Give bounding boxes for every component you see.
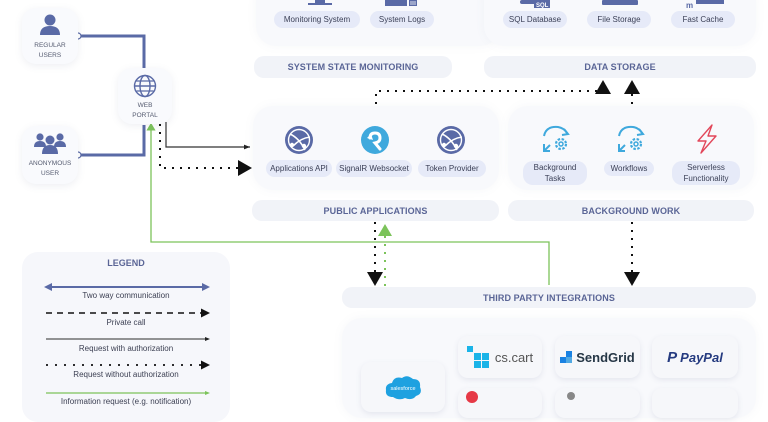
apps-to-storage	[375, 80, 611, 104]
applications-api-icon	[285, 126, 313, 154]
signalr-websocket-item[interactable]: SignalR Websocket	[336, 160, 412, 177]
globe-icon	[133, 74, 157, 98]
serverless-label-1: Serverless	[687, 163, 725, 172]
monitor-icon	[308, 0, 332, 5]
paypal-p-icon: P	[667, 348, 678, 366]
background-tasks-item[interactable]: Background Tasks	[523, 161, 587, 185]
lightning-icon	[697, 124, 717, 154]
background-tasks-label-2: Tasks	[544, 174, 566, 183]
cscart-text: cs.cart	[494, 349, 534, 365]
data-storage-title: DATA STORAGE	[484, 56, 756, 78]
anonymous-user-link	[80, 125, 146, 157]
paypal-logo[interactable]: P PayPal	[652, 336, 738, 378]
background-tasks-label-1: Background	[533, 163, 577, 172]
legend-auth-request-label: Request with authorization	[78, 344, 174, 353]
private-call-sample	[46, 308, 210, 318]
workflows-item[interactable]: Workflows	[604, 161, 654, 176]
anonymous-user-node[interactable]: ANONYMOUS USER	[22, 126, 78, 184]
unauth-request-sample	[46, 360, 210, 370]
cscart-icon	[466, 346, 489, 368]
regular-user-link	[80, 34, 146, 70]
applications-api-item[interactable]: Applications API	[266, 160, 332, 177]
regular-users-node[interactable]: REGULAR USERS	[22, 8, 78, 64]
sendgrid-logo[interactable]: SendGrid	[555, 336, 640, 378]
portal-unauth-request	[159, 124, 252, 176]
serverless-item[interactable]: Serverless Functionality	[672, 161, 740, 185]
legend-info-request-label: Information request (e.g. notification)	[60, 397, 192, 406]
legend-unauth-request-label: Request without authorization	[73, 370, 179, 379]
cache-icon: m	[686, 0, 724, 8]
brand-tile-row2-1[interactable]	[458, 388, 542, 418]
paypal-text: PayPal	[680, 349, 723, 365]
regular-users-label-2: USERS	[38, 52, 62, 59]
log-icon	[385, 0, 417, 6]
anonymous-user-label-2: USER	[40, 170, 60, 177]
web-portal-node[interactable]: WEB PORTAL	[118, 68, 172, 124]
system-state-title: SYSTEM STATE MONITORING	[254, 56, 452, 78]
token-provider-icon	[437, 126, 465, 154]
cscart-logo[interactable]: cs.cart	[458, 336, 542, 378]
workflows-label: Workflows	[610, 164, 648, 173]
public-applications-title: PUBLIC APPLICATIONS	[252, 200, 499, 221]
system-logs-item[interactable]: System Logs	[370, 11, 434, 28]
sendgrid-icon	[560, 351, 573, 363]
monitoring-system-item[interactable]: Monitoring System	[274, 11, 360, 28]
salesforce-text: salesforce	[390, 386, 415, 392]
brand-gray-icon	[567, 392, 575, 400]
regular-users-label-1: REGULAR	[34, 42, 66, 49]
file-storage-icon	[602, 0, 638, 5]
file-storage-item[interactable]: File Storage	[587, 11, 651, 28]
brand-red-icon	[466, 391, 478, 403]
serverless-label-2: Functionality	[683, 174, 729, 183]
auth-request-sample	[46, 337, 210, 341]
portal-auth-request	[165, 122, 250, 150]
sendgrid-text: SendGrid	[576, 349, 635, 365]
users-group-icon	[34, 133, 66, 154]
legend-two-way-label: Two way communication	[82, 291, 170, 300]
info-request-sample	[46, 391, 210, 395]
fast-cache-item[interactable]: Fast Cache	[671, 11, 735, 28]
legend-title: LEGEND	[107, 258, 145, 268]
signalr-icon	[361, 126, 389, 154]
background-work-title: BACKGROUND WORK	[508, 200, 754, 221]
brand-tile-row2-3[interactable]	[652, 388, 738, 418]
sql-database-icon: SQL	[520, 0, 550, 8]
web-portal-label-2: PORTAL	[132, 112, 158, 119]
background-tasks-icon	[543, 125, 570, 152]
sql-database-item[interactable]: SQL Database	[503, 11, 567, 28]
two-way-arrow-sample	[44, 283, 210, 291]
anonymous-user-label-1: ANONYMOUS	[28, 160, 72, 167]
token-provider-item[interactable]: Token Provider	[418, 160, 486, 177]
legend-private-call-label: Private call	[106, 318, 146, 327]
svg-text:m: m	[686, 1, 693, 8]
svg-text:SQL: SQL	[536, 3, 549, 8]
legend-panel: LEGEND Two way communication Private cal…	[22, 252, 230, 422]
user-icon	[40, 14, 60, 35]
salesforce-cloud-icon: salesforce	[385, 376, 421, 400]
salesforce-logo[interactable]: salesforce	[361, 362, 445, 412]
web-portal-label-1: WEB	[137, 102, 153, 109]
brand-tile-row2-2[interactable]	[555, 388, 640, 418]
workflows-icon	[618, 125, 645, 152]
third-party-title: THIRD PARTY INTEGRATIONS	[342, 287, 756, 308]
